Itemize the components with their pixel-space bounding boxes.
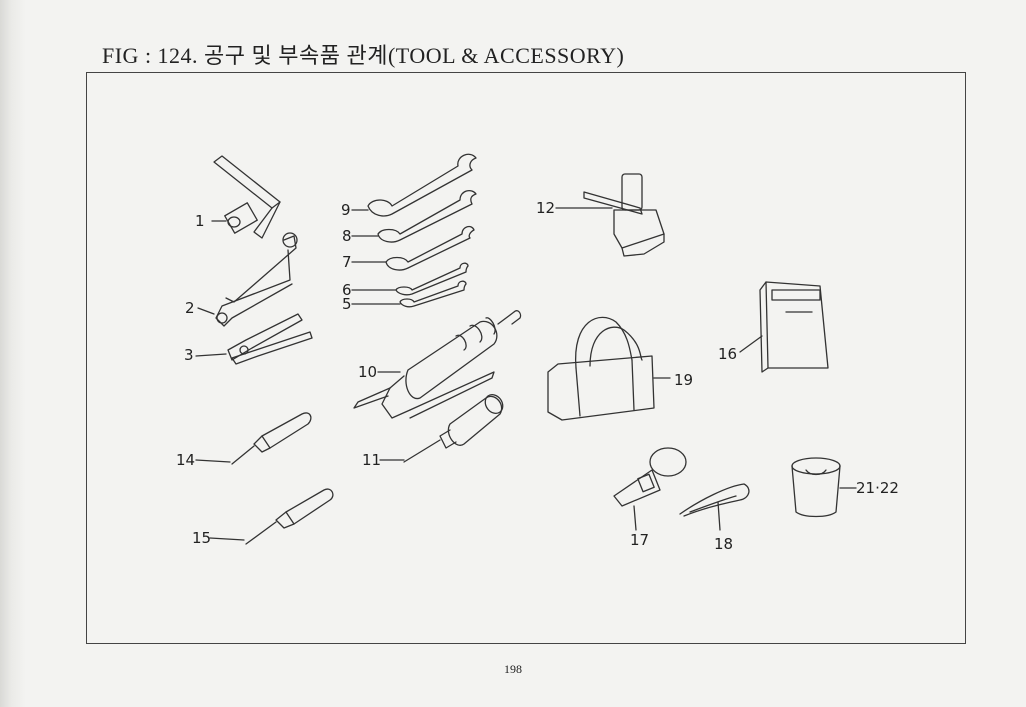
- oil-can-part-11: [379, 393, 504, 463]
- tow-pin-part-17: [613, 447, 687, 531]
- callout-5: 5: [342, 295, 352, 313]
- spanner-part-7: [351, 225, 475, 271]
- callout-7: 7: [342, 253, 352, 271]
- callout-2: 2: [185, 299, 195, 317]
- spanner-part-6: [351, 262, 469, 296]
- callout-6: 6: [342, 281, 352, 299]
- callout-14: 14: [176, 451, 196, 469]
- page-number: 198: [504, 662, 522, 676]
- figure-title: FIG : 124. 공구 및 부속품 관계(TOOL & ACCESSORY): [102, 43, 625, 68]
- jack-part-12: [555, 173, 665, 257]
- manual-book-part-16: [739, 281, 829, 373]
- callout-12: 12: [536, 199, 556, 217]
- callout-15: 15: [192, 529, 212, 547]
- screwdriver-part-15: [209, 488, 334, 545]
- box-wrench-part-1: [211, 155, 281, 239]
- figure-frame: [86, 72, 966, 644]
- callout-9: 9: [341, 201, 351, 219]
- callout-3: 3: [184, 346, 194, 364]
- callout-19: 19: [674, 371, 694, 389]
- spanner-part-5: [351, 280, 467, 308]
- callout-1: 1: [195, 212, 205, 230]
- filter-cup-part-21-22: [791, 457, 857, 518]
- page-binding-edge: [0, 0, 26, 707]
- grease-gun-part-10: [353, 310, 522, 419]
- screwdriver-part-14: [195, 412, 312, 465]
- spanner-part-8: [351, 189, 477, 243]
- clip-part-18: [679, 483, 750, 531]
- callout-17: 17: [630, 531, 650, 549]
- callout-21-22: 21·22: [856, 479, 899, 497]
- callout-18: 18: [714, 535, 734, 553]
- callout-11: 11: [362, 451, 382, 469]
- callout-8: 8: [342, 227, 352, 245]
- spanner-part-9: [351, 153, 477, 217]
- tool-bag-part-19: [547, 316, 671, 421]
- callout-10: 10: [358, 363, 378, 381]
- callout-16: 16: [718, 345, 738, 363]
- pliers-part-3: [195, 313, 313, 365]
- crank-handle-part-2: [197, 232, 298, 327]
